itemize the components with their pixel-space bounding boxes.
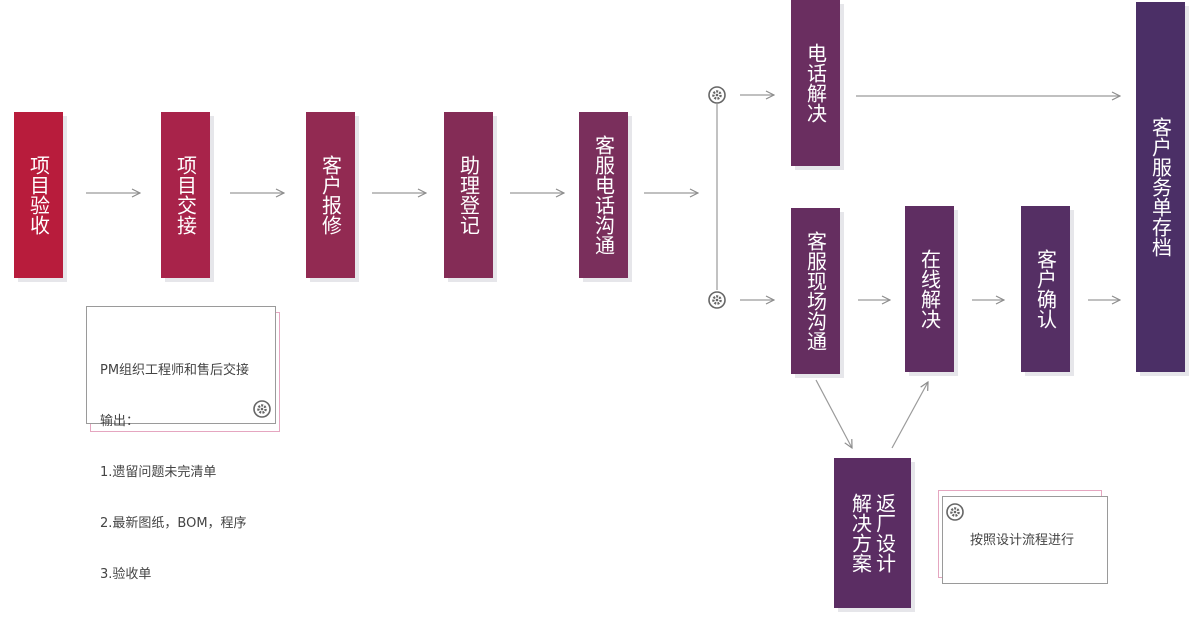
arrow-onsite-return xyxy=(815,379,852,448)
node-assistant-register: 助理登记 xyxy=(444,112,493,278)
note-text: 按照设计流程进行 xyxy=(970,533,1075,548)
node-label: 客户报修 xyxy=(318,155,343,235)
note-text: PM组织工程师和售后交接 输出： 1.遗留问题未完清单 2.最新图纸，BOM，程… xyxy=(100,328,249,617)
node-customer-report: 客户报修 xyxy=(306,112,355,278)
node-label: 客户服务单存档 xyxy=(1148,117,1173,257)
note-line: 3.验收单 xyxy=(100,567,152,582)
note-line: 1.遗留问题未完清单 xyxy=(100,465,217,480)
gear-icon xyxy=(946,503,964,521)
node-phone-resolve: 电话解决 xyxy=(791,0,840,166)
node-label: 返厂设计 xyxy=(872,493,897,573)
node-label: 项目验收 xyxy=(26,155,51,235)
node-customer-confirm: 客户确认 xyxy=(1021,206,1070,372)
node-label: 电话解决 xyxy=(803,43,828,123)
note-line: 输出： xyxy=(100,414,140,429)
gear-icon xyxy=(253,400,271,418)
node-service-archive: 客户服务单存档 xyxy=(1136,2,1185,372)
process-note: 按照设计流程进行 xyxy=(938,490,1108,584)
node-label: 助理登记 xyxy=(456,155,481,235)
node-label: 在线解决 xyxy=(917,249,942,329)
node-online-resolve: 在线解决 xyxy=(905,206,954,372)
node-label: 解决方案 xyxy=(848,493,873,573)
node-label: 项目交接 xyxy=(173,155,198,235)
node-label: 客户确认 xyxy=(1033,249,1058,329)
node-project-acceptance: 项目验收 xyxy=(14,112,63,278)
note-frame xyxy=(86,306,276,424)
gear-icon xyxy=(708,86,726,104)
handover-note: PM组织工程师和售后交接 输出： 1.遗留问题未完清单 2.最新图纸，BOM，程… xyxy=(86,306,280,582)
note-line: 2.最新图纸，BOM，程序 xyxy=(100,516,247,531)
node-label: 客服电话沟通 xyxy=(591,135,616,255)
node-cs-onsite-comm: 客服现场沟通 xyxy=(791,208,840,374)
node-project-handover: 项目交接 xyxy=(161,112,210,278)
note-line: PM组织工程师和售后交接 xyxy=(100,363,250,378)
arrow-return-online xyxy=(891,382,928,449)
note-frame xyxy=(942,496,1108,584)
node-label: 客服现场沟通 xyxy=(803,231,828,351)
node-cs-phone-comm: 客服电话沟通 xyxy=(579,112,628,278)
node-return-design: 解决方案 返厂设计 xyxy=(834,458,911,608)
gear-icon xyxy=(708,291,726,309)
